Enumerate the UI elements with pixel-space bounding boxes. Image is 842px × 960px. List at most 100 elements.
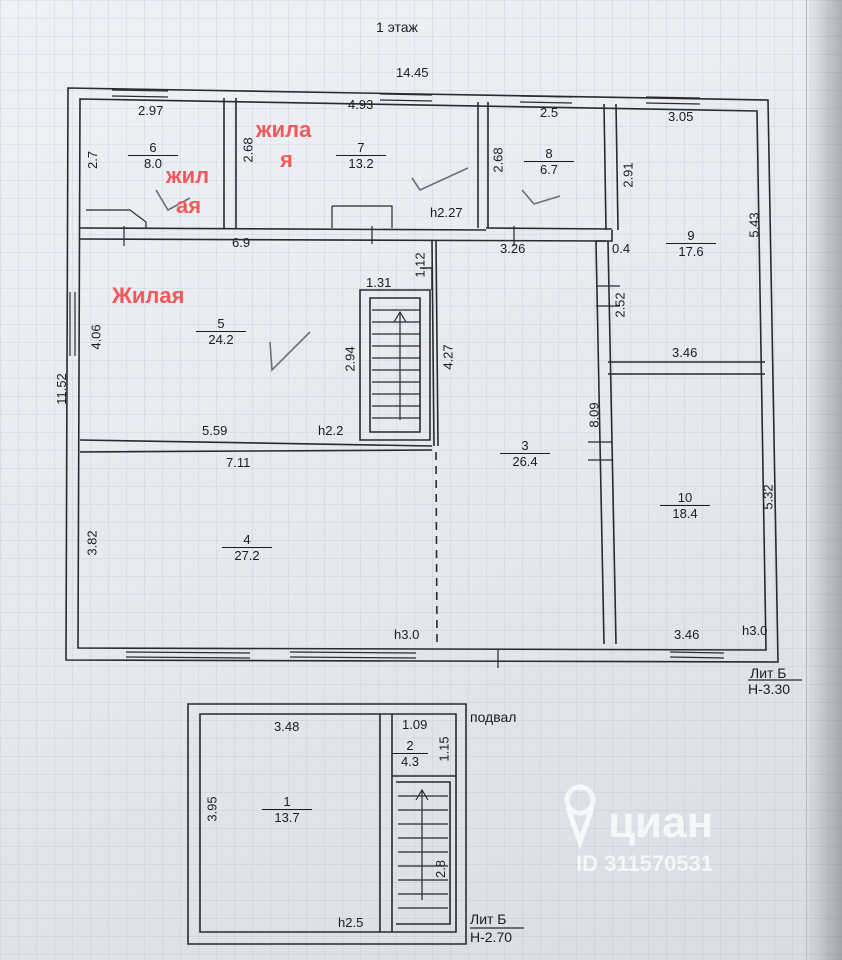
location-pin-icon [564,784,596,850]
window [519,95,573,104]
dim-label: 5.32 [760,484,776,510]
basement-inner-wall [199,713,457,933]
residential-note: ая [176,193,202,218]
dim-label: 2.94 [342,346,358,372]
dim-label: 0.4 [612,241,631,256]
wall-line [477,102,489,228]
dim-label: 2.97 [138,103,164,118]
dim-label: 11.52 [53,373,69,405]
window [379,93,433,102]
window [125,651,251,659]
window [289,651,417,659]
window [111,89,169,98]
dim-label: 3.82 [84,530,100,556]
dim-label: 1.12 [412,252,428,278]
height-label: h3.0 [394,627,420,642]
basement-stair-arrow [415,788,429,900]
stove [86,205,393,228]
outer-wall-inner [77,98,767,651]
wall-line [596,230,613,242]
dim-label: 3.46 [674,627,700,642]
dim-label: 2.52 [612,292,628,318]
residential-note: жила [256,117,312,142]
dim-label: 2.5 [540,105,559,120]
dim-label: 4.27 [440,344,456,370]
basement-lit-label: Лит Б [470,911,507,927]
dim-label: 3.95 [204,796,220,822]
dim-label: 3.46 [672,345,698,360]
residential-note: Жилая [112,283,185,308]
dim-label: 2.68 [490,147,506,173]
residential-note: жил [166,163,210,188]
dim-label: 1.31 [366,275,392,290]
dim-label: 2.7 [85,150,101,170]
watermark-id: ID 311570531 [576,851,714,876]
wall-line [603,103,619,231]
basement-wall-line [379,714,393,932]
wall-line [485,227,613,230]
dim-label: 3.48 [274,719,300,734]
basement-height-label: Н-2.70 [470,929,513,945]
wall-line [79,227,487,231]
wall-line [79,439,433,453]
dim-label: 2.91 [620,162,636,188]
pencil-checkmark [411,167,469,192]
pencil-checkmark [521,189,561,205]
wall-line [223,98,237,228]
height-label: h2.5 [338,915,364,930]
floor-title: 1 этаж [376,19,418,35]
stair-arrow [393,310,407,420]
floor-height-label: Н-3.30 [748,681,791,697]
dim-label: 2.8 [433,859,449,879]
dim-label: 5.43 [746,212,762,238]
wall-line [608,361,765,375]
stair-steps [372,309,420,419]
dim-label: 2.68 [240,137,256,163]
dim-label: 1.09 [402,717,428,732]
wall-line [359,289,431,441]
wall-line [79,238,607,242]
dim-label: 1.15 [436,736,452,762]
basement-outer-wall [187,703,467,945]
pencil-checkmark [155,189,191,212]
window [669,651,725,659]
watermark-brand: циан [608,798,714,847]
dim-label: 4.06 [88,324,104,350]
page-margin-line [806,0,807,960]
dim-label: 5.59 [202,423,228,438]
dim-label: 6.9 [232,235,251,250]
window [645,96,701,105]
height-label: h2.27 [430,205,463,220]
window [69,292,76,356]
page-edge-shadow [806,0,842,960]
basement-stair-steps [398,795,448,909]
height-label: h3.0 [742,623,768,638]
dim-label: 14.45 [396,65,429,80]
height-label: h2.2 [318,423,344,438]
basement-title: подвал [470,709,517,725]
door-tick [123,226,620,668]
basement-stair-box [396,781,451,925]
residential-note: я [280,147,293,172]
dim-label: 7.11 [226,455,251,470]
dim-label: 4.93 [348,97,374,112]
wall-line [369,297,421,433]
partition-dashed [435,451,438,645]
dim-label: 3.26 [500,241,526,256]
lit-underline [470,679,802,929]
dim-label: 3.05 [668,109,694,124]
wall-line [420,267,433,290]
pencil-checkmark [269,331,311,372]
